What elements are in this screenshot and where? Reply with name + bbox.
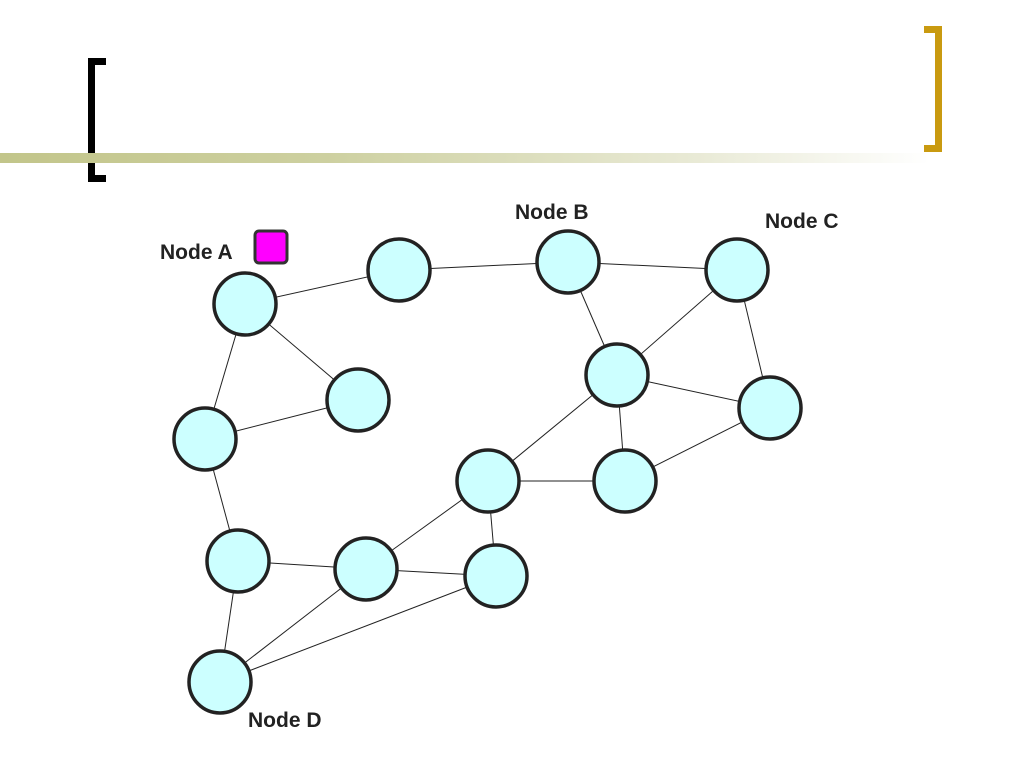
node-n8 — [737, 375, 803, 441]
left-bracket-decoration — [88, 58, 106, 182]
node-a-label: Node A — [160, 241, 233, 264]
right-bracket-decoration — [924, 26, 942, 152]
nodes-layer — [172, 229, 803, 715]
node-n6 — [172, 406, 238, 472]
node-n2 — [366, 237, 432, 303]
accent-bar-decoration — [0, 153, 930, 163]
node-c-label: Node C — [765, 210, 839, 233]
node-n13 — [463, 543, 529, 609]
node-n3 — [535, 229, 601, 295]
node-n4 — [704, 237, 770, 303]
node-b-label: Node B — [515, 201, 589, 224]
node-n1 — [212, 271, 278, 337]
node-n11 — [592, 448, 658, 514]
node-n12 — [333, 536, 399, 602]
node-n5 — [325, 367, 391, 433]
node-n7 — [584, 342, 650, 408]
node-d-label: Node D — [248, 709, 322, 732]
node-a-marker — [253, 229, 289, 265]
edge-n13-n14 — [219, 575, 497, 683]
node-n14 — [187, 649, 253, 715]
node-n9 — [205, 528, 271, 594]
node-n10 — [455, 448, 521, 514]
